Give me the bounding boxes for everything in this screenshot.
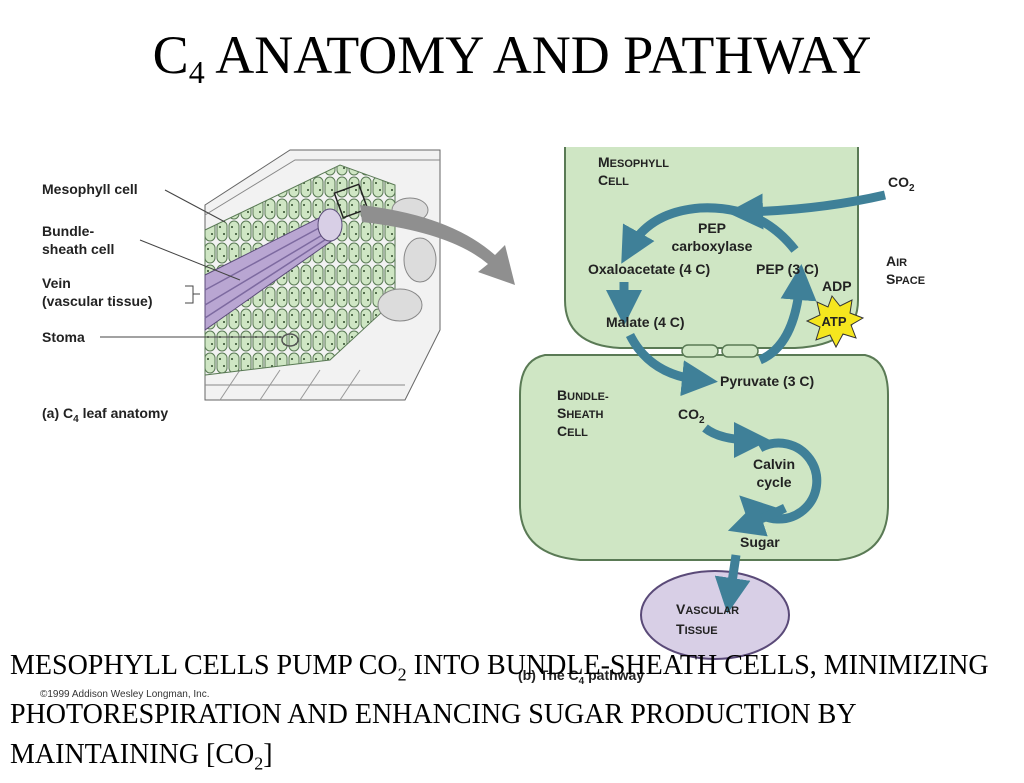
- label-pep-carboxylase-2: carboxylase: [672, 238, 753, 254]
- label-air-space: AIR: [886, 253, 907, 269]
- vascular-tissue-shape: [640, 570, 790, 660]
- label-adp: ADP: [822, 278, 852, 294]
- label-atp: ATP: [821, 314, 846, 329]
- label-sugar: Sugar: [740, 534, 780, 550]
- label-co2-input: CO2: [888, 174, 915, 194]
- label-bundle-sheath-b: BUNDLE-: [557, 387, 609, 403]
- label-vascular-tissue: VASCULAR: [676, 601, 739, 617]
- atp-burst-icon: [805, 294, 865, 349]
- label-bundle-sheath-1: Bundle-: [42, 223, 94, 239]
- label-pep-carboxylase-1: PEP: [698, 220, 726, 236]
- label-vascular-tissue-2: TISSUE: [676, 621, 718, 637]
- label-mesophyll-cell-b: MESOPHYLL: [598, 154, 669, 170]
- copyright-notice: ©1999 Addison Wesley Longman, Inc.: [40, 689, 210, 700]
- label-mesophyll-cell-b2: CELL: [598, 172, 629, 188]
- label-calvin: Calvin: [753, 456, 795, 472]
- label-cycle: cycle: [756, 474, 791, 490]
- caption-leaf-anatomy: (a) C4 leaf anatomy: [42, 405, 168, 425]
- leaf-anatomy-illustration: [204, 149, 515, 401]
- label-air-space-2: SPACE: [886, 271, 925, 287]
- label-pep-3c: PEP (3 C): [756, 261, 819, 277]
- label-bundle-sheath-b3: CELL: [557, 423, 588, 439]
- bundle-sheath-cell-shape: [519, 354, 889, 561]
- label-vein-1: Vein: [42, 275, 71, 291]
- label-stoma: Stoma: [42, 329, 85, 345]
- label-oxaloacetate: Oxaloacetate (4 C): [588, 261, 710, 277]
- zoom-arrow: [360, 205, 515, 285]
- slide-caption: MESOPHYLL CELLS PUMP CO2 INTO BUNDLE-SHE…: [10, 650, 989, 774]
- pathway-arrows: [606, 190, 887, 614]
- page-title: C4 ANATOMY AND PATHWAY: [152, 25, 872, 90]
- label-bundle-sheath-b2: SHEATH: [557, 405, 603, 421]
- label-co2-bundle: CO2: [678, 406, 705, 426]
- label-mesophyll-cell: Mesophyll cell: [42, 181, 138, 197]
- label-malate: Malate (4 C): [606, 314, 685, 330]
- label-vein-2: (vascular tissue): [42, 293, 153, 309]
- label-pyruvate: Pyruvate (3 C): [720, 373, 814, 389]
- anatomy-leaders: [100, 189, 282, 338]
- vein-illustration: [204, 208, 343, 331]
- caption-c4-pathway: (b) The C4 pathway: [518, 667, 644, 687]
- stoma-illustration: [281, 333, 299, 347]
- label-bundle-sheath-2: sheath cell: [42, 241, 114, 257]
